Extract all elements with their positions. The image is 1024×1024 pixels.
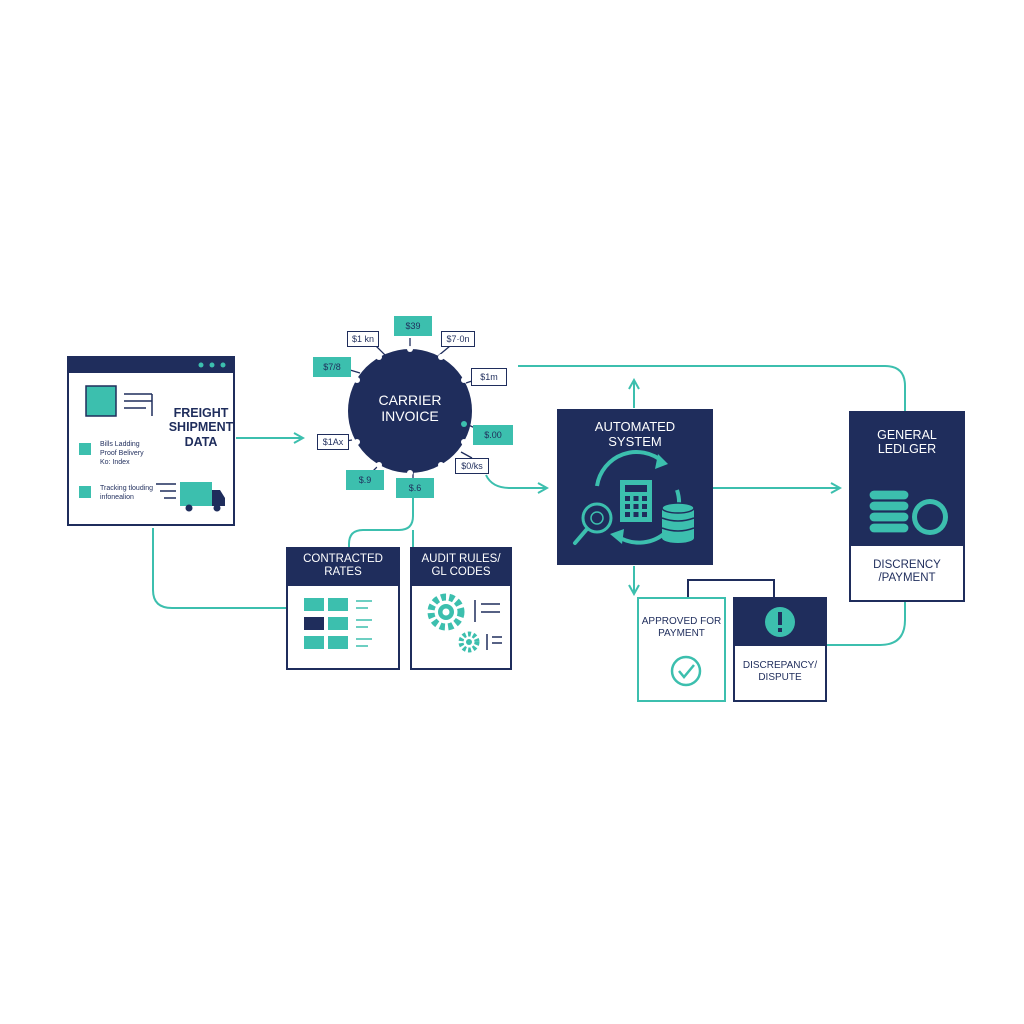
automated-system-box bbox=[557, 409, 713, 565]
invoice-tag: $7/8 bbox=[313, 357, 351, 377]
coin-stack-icon bbox=[868, 489, 910, 534]
arrow-invoice-to-system bbox=[485, 474, 547, 488]
invoice-tag: $.9 bbox=[346, 470, 384, 490]
line-dispute-to-ledger bbox=[826, 601, 906, 646]
invoice-tag: $0/ks bbox=[455, 458, 489, 474]
invoice-tag: $1Ax bbox=[317, 434, 349, 450]
invoice-tag: $1 kn bbox=[347, 331, 379, 347]
browser-window-icon bbox=[85, 385, 117, 417]
check-icon bbox=[670, 655, 702, 687]
line-invoice-to-boxes bbox=[348, 490, 414, 548]
audit-rules-title: AUDIT RULES/ GL CODES bbox=[421, 553, 501, 579]
freight-item-tracking: Tracking tlouding infonealion bbox=[100, 485, 154, 502]
approved-title: APPROVED FOR PAYMENT bbox=[641, 616, 722, 639]
line-invoice-to-ledger bbox=[518, 365, 906, 412]
table-grid-icon bbox=[304, 598, 372, 649]
bullet-square bbox=[79, 443, 91, 455]
calculator-icon bbox=[620, 480, 652, 522]
carrier-invoice-circle bbox=[348, 346, 472, 476]
bracket-approved-dispute bbox=[687, 579, 775, 598]
general-ledger-card bbox=[849, 411, 965, 602]
contracted-rates-title: CONTRACTED RATES bbox=[303, 553, 383, 579]
connectors bbox=[152, 365, 906, 646]
gear-icon bbox=[427, 593, 480, 653]
contracted-rates-card bbox=[286, 547, 400, 670]
database-icon bbox=[661, 502, 695, 543]
magnifier-icon bbox=[573, 502, 613, 545]
invoice-tag: $.00 bbox=[473, 425, 513, 445]
freight-data-window bbox=[67, 356, 235, 526]
audit-rules-card bbox=[410, 547, 512, 670]
ledger-subtitle: DISCRENCY /PAYMENT bbox=[873, 559, 941, 585]
truck-icon bbox=[156, 482, 225, 512]
invoice-tag: $1m bbox=[471, 368, 507, 386]
document-icon bbox=[124, 393, 153, 416]
freight-item-bills: Bills Ladding Proof Belivery Ko: Index bbox=[100, 441, 144, 467]
dispute-card bbox=[733, 597, 827, 702]
invoice-tag: $7·0n bbox=[441, 331, 475, 347]
invoice-tag: $39 bbox=[394, 316, 432, 336]
dollar-icon bbox=[912, 499, 948, 535]
line-freight-to-rates bbox=[152, 528, 287, 609]
freight-title: FREIGHT SHIPMENT DATA bbox=[168, 406, 234, 449]
invoice-tag: $.6 bbox=[396, 478, 434, 498]
alert-icon bbox=[765, 607, 795, 637]
automated-system-title: AUTOMATED SYSTEM bbox=[594, 419, 676, 449]
general-ledger-title: GENERAL LEDLGER bbox=[877, 428, 937, 457]
bullet-square bbox=[79, 486, 91, 498]
document-icon bbox=[474, 600, 502, 650]
dispute-title: DISCREPANCY/ DISPUTE bbox=[742, 660, 818, 683]
approved-card bbox=[637, 597, 726, 702]
carrier-invoice-title: CARRIER INVOICE bbox=[378, 392, 442, 425]
